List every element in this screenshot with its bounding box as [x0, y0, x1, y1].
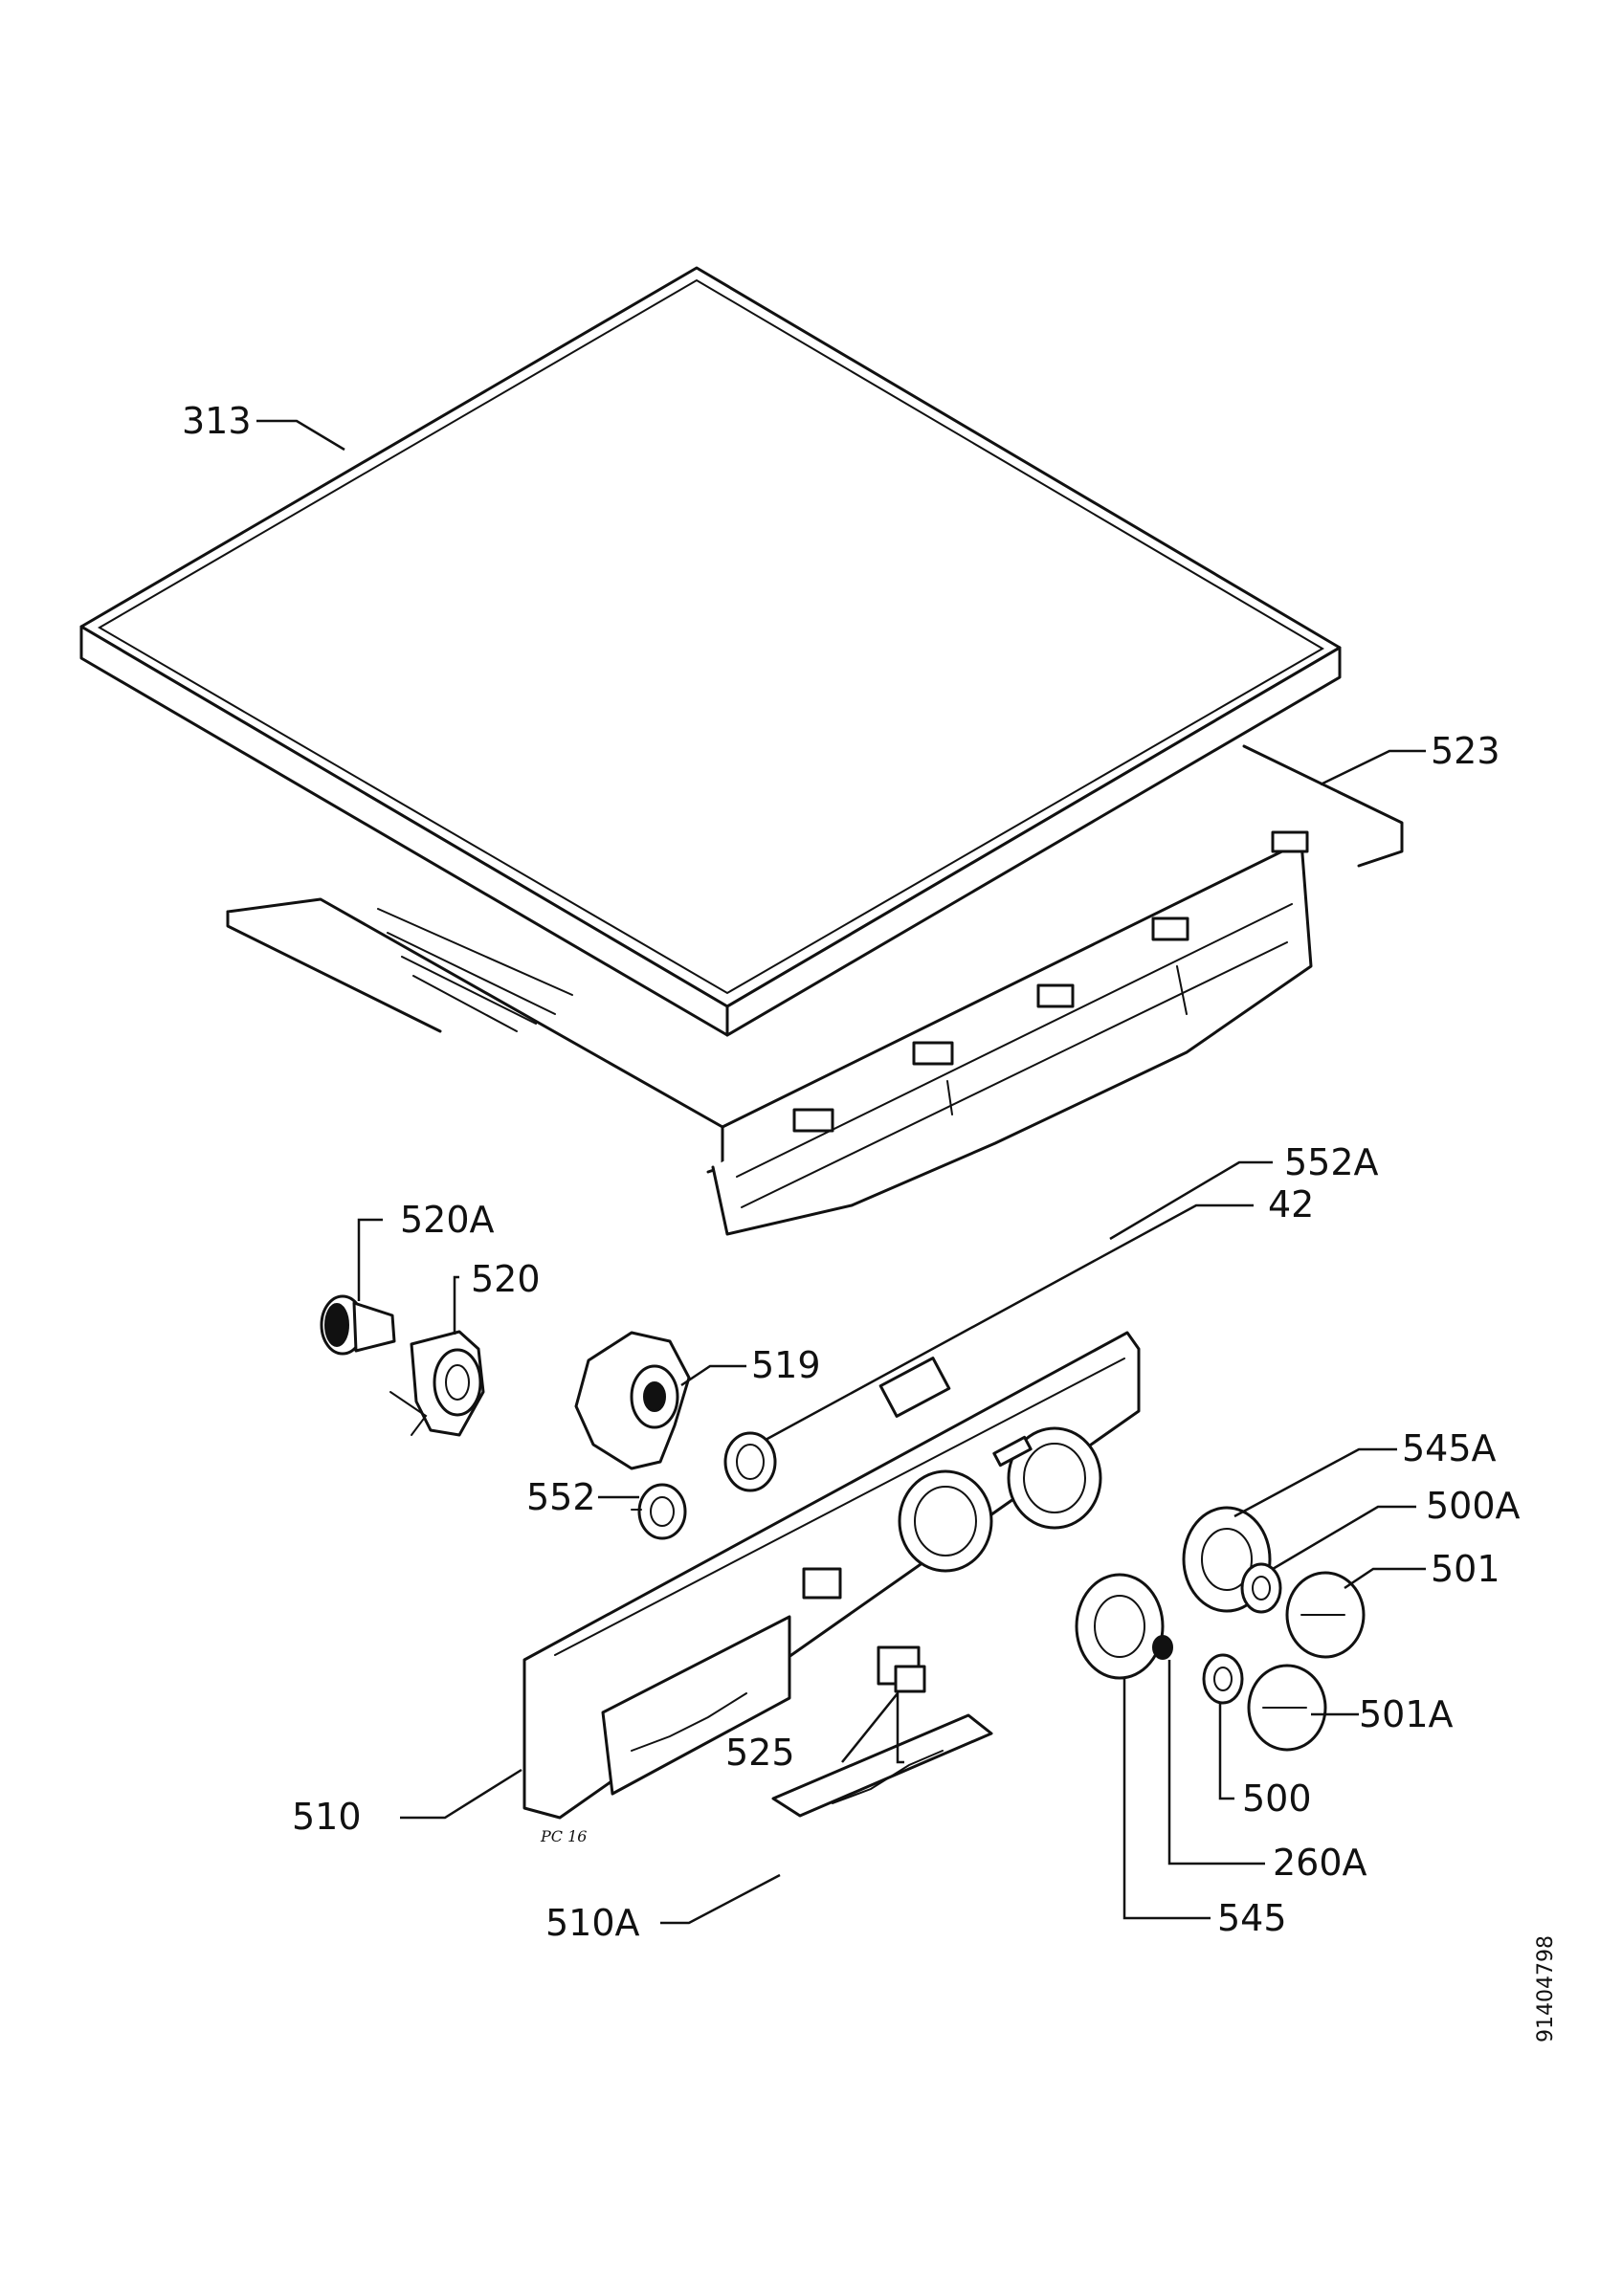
callout-42: 42 — [1268, 1183, 1314, 1225]
callout-545A: 545A — [1402, 1427, 1497, 1469]
callout-545: 545 — [1217, 1897, 1287, 1939]
callout-552A: 552A — [1284, 1141, 1379, 1183]
part-501-knob — [1285, 1571, 1366, 1659]
part-520-holder — [389, 1330, 485, 1437]
part-525-switch — [877, 1645, 926, 1693]
callout-525: 525 — [725, 1732, 795, 1774]
callout-500: 500 — [1242, 1777, 1312, 1820]
part-500A-shaft — [1240, 1562, 1282, 1614]
callout-501: 501 — [1431, 1548, 1500, 1590]
part-519-switch-housing — [574, 1331, 691, 1470]
part-510-control-fascia — [522, 1331, 1141, 1820]
callout-510A: 510A — [545, 1902, 640, 1944]
part-510A-handle — [771, 1713, 993, 1818]
callout-519: 519 — [751, 1344, 821, 1386]
part-501A-knob — [1247, 1664, 1327, 1752]
part-545-knob-base — [1075, 1573, 1165, 1680]
callout-260A: 260A — [1273, 1842, 1367, 1884]
part-552A-ring — [723, 1431, 777, 1492]
part-552-rotor — [631, 1483, 687, 1540]
callout-510: 510 — [292, 1796, 362, 1838]
part-520A-knob — [320, 1294, 396, 1356]
part-523-panel-frame — [226, 744, 1404, 1236]
callout-313: 313 — [182, 400, 252, 442]
callout-552: 552 — [526, 1476, 596, 1518]
callout-501A: 501A — [1359, 1693, 1454, 1735]
callout-523: 523 — [1431, 730, 1500, 772]
part-260A-pin — [1152, 1635, 1173, 1660]
part-500-shaft — [1202, 1653, 1244, 1705]
document-number: 91404798 — [1534, 1935, 1558, 2042]
callout-520A: 520A — [400, 1199, 495, 1241]
callout-500A: 500A — [1426, 1485, 1521, 1527]
handwritten-note: PC 16 — [540, 1827, 587, 1845]
callout-520: 520 — [471, 1258, 541, 1300]
part-313-top-cover — [79, 266, 1342, 1037]
leader-lines — [256, 419, 1426, 1925]
